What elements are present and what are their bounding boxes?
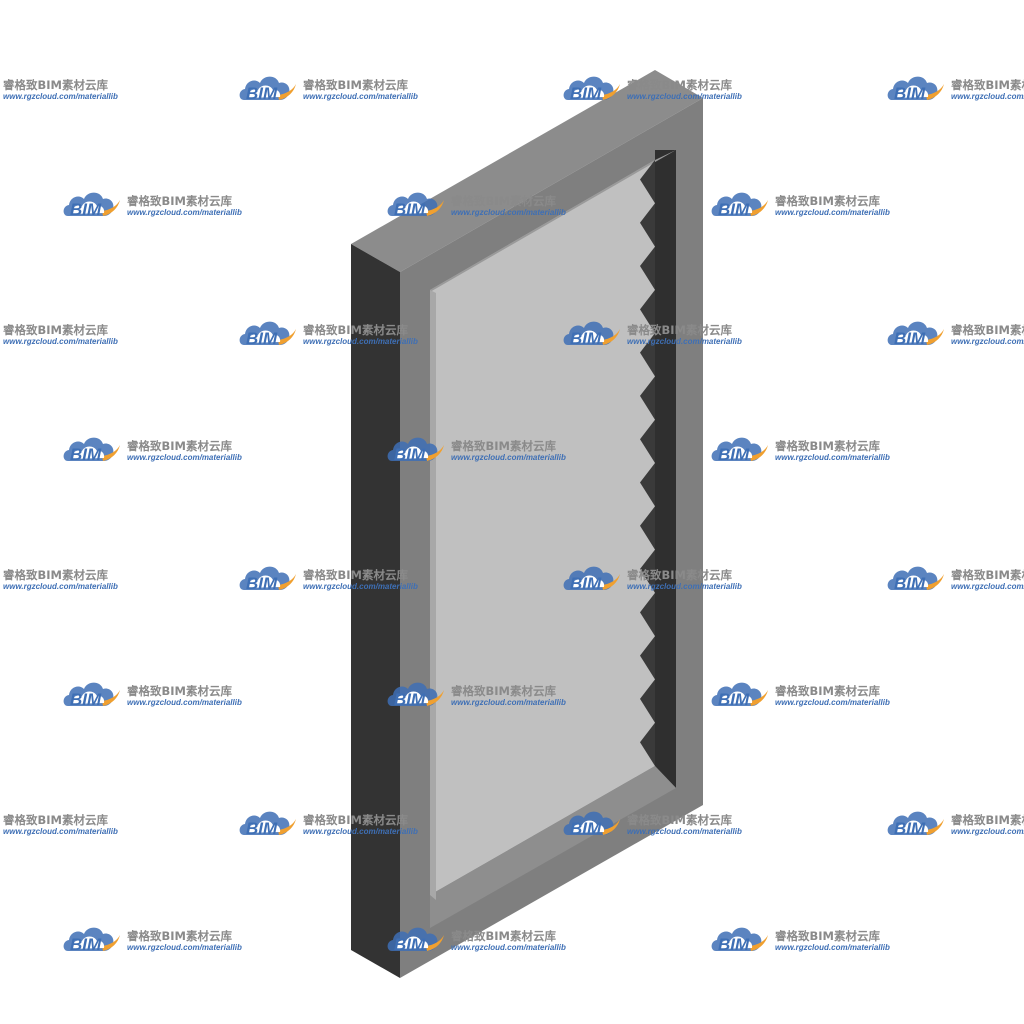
frame-inner-top-bevel	[430, 150, 676, 292]
frame-inner-right-jamb	[655, 150, 676, 788]
louver-blade-teeth	[640, 160, 655, 766]
frame-top-face	[351, 70, 703, 272]
frame-inner-left-jamb	[430, 290, 436, 900]
louver-blades	[640, 160, 655, 766]
frame-inner-bottom-sill	[430, 766, 676, 928]
frame-left-side-face	[351, 244, 400, 978]
